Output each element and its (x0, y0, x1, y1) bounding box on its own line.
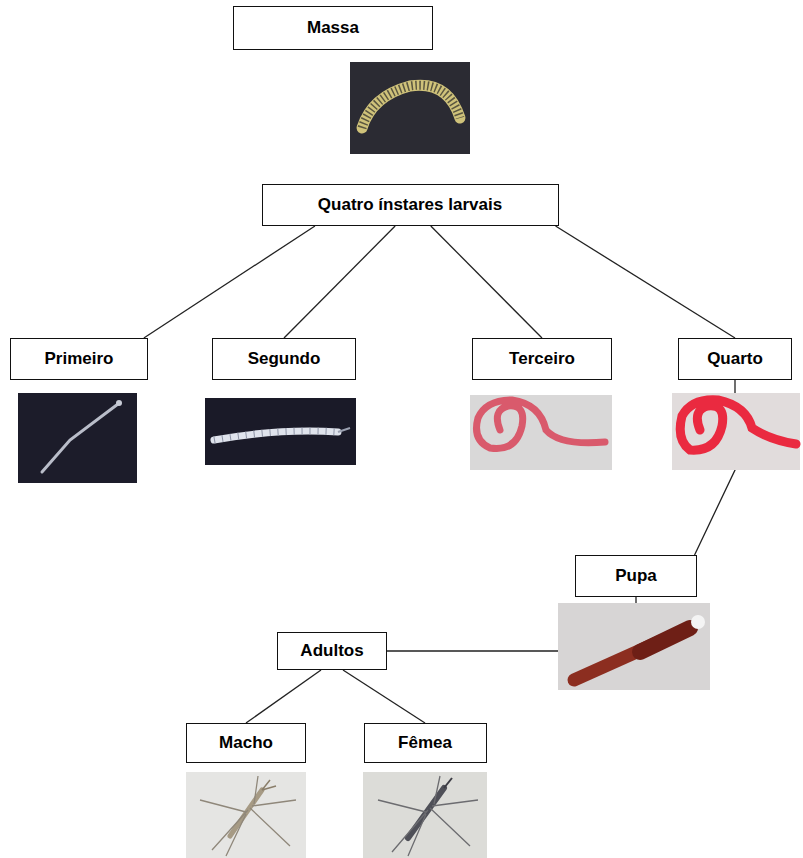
stage-box: Pupa (575, 555, 697, 597)
larva-photo (18, 393, 137, 483)
stage-box: Terceiro (472, 338, 612, 380)
larva-photo (672, 393, 800, 470)
stage-box: Primeiro (10, 338, 148, 380)
stage-label: Segundo (248, 349, 321, 369)
stage-label: Primeiro (45, 349, 114, 369)
mosquito-photo (363, 772, 487, 858)
stage-label: Quatro ínstares larvais (318, 195, 502, 215)
stage-box: Massa (233, 6, 433, 50)
larva-photo (205, 398, 356, 465)
mosquito-photo (186, 772, 306, 858)
stage-label: Macho (219, 733, 273, 753)
stage-box: Segundo (212, 338, 356, 380)
connector-line (246, 670, 321, 723)
stage-box: Macho (186, 723, 306, 763)
stage-label: Massa (307, 18, 359, 38)
stage-box: Fêmea (364, 723, 487, 763)
connector-line (431, 226, 542, 338)
stage-box: Quarto (678, 338, 792, 380)
connector-line (343, 670, 425, 723)
egg-mass-photo (350, 62, 470, 154)
stage-label: Terceiro (509, 349, 575, 369)
connector-line (556, 226, 735, 338)
connector-line (284, 226, 395, 338)
stage-label: Quarto (707, 349, 763, 369)
larva-photo (470, 395, 612, 470)
stage-box: Quatro ínstares larvais (262, 184, 559, 226)
stage-label: Pupa (615, 566, 657, 586)
stage-label: Fêmea (398, 733, 452, 753)
stage-box: Adultos (277, 632, 387, 670)
pupa-photo (558, 603, 710, 690)
connector-line (144, 226, 315, 338)
stage-label: Adultos (300, 641, 363, 661)
